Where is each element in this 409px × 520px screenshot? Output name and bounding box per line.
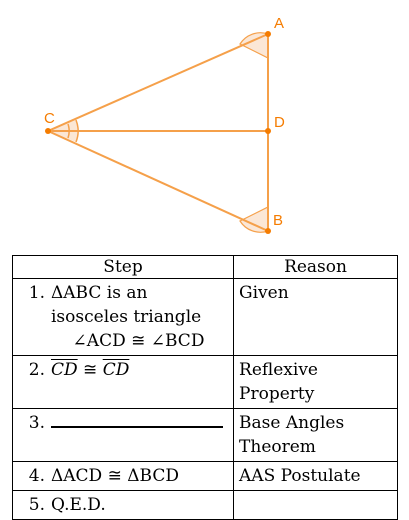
statement-line: ΔABC is an [51,283,148,303]
statement-line: ∠ACD ≅ ∠BCD [72,331,205,351]
reason-cell: Given [233,278,398,356]
reason-text: Given [239,283,289,303]
blank-answer-line [51,413,223,428]
step-statement: ΔACD ≅ ΔBCD [51,466,179,486]
step-statement: CD ≅ CD [51,358,226,382]
point-D [265,128,271,134]
step-number: 5. [28,495,45,515]
step-number: 4. [28,466,45,486]
table-row: 4. ΔACD ≅ ΔBCD AAS Postulate [11,461,398,491]
segment-name: CD [51,360,78,380]
step-statement: ΔABC is an isosceles triangle ∠ACD ≅ ∠BCD [51,281,226,353]
step-cell: 2. CD ≅ CD [11,355,235,409]
triangle-figure: A B C D [44,15,285,234]
label-C: C [44,110,55,127]
step-number: 1. [28,283,45,303]
label-B: B [273,212,283,229]
segment-CA [47,33,269,132]
statement-line: isosceles triangle [51,307,202,327]
congruence-symbol: ≅ [77,360,103,380]
point-C [45,128,51,134]
point-A [265,31,271,37]
step-cell: 1. ΔABC is an isosceles triangle ∠ACD ≅ ∠BC… [11,278,235,356]
step-cell: 4. ΔACD ≅ ΔBCD [11,461,235,491]
header-row: Step Reason [11,255,398,279]
proof-table: Step Reason 1. ΔABC is an isosceles triang… [11,255,398,520]
step-cell: 5. Q.E.D. [11,490,235,520]
table-row: 5. Q.E.D. [11,490,398,520]
step-number: 3. [28,413,45,433]
step-number: 2. [28,360,45,380]
reason-text: Base Angles [239,413,345,433]
segment-CB [47,130,269,232]
header-step: Step [11,255,235,279]
reason-text: Theorem [239,437,316,457]
reason-text: AAS Postulate [239,466,361,486]
header-reason: Reason [233,255,398,279]
point-B [265,228,271,234]
label-A: A [274,15,284,32]
segment-name: CD [102,360,130,380]
step-cell: 3. [11,408,235,462]
label-D: D [274,114,285,131]
reason-text: Property [239,384,315,404]
reason-cell: AAS Postulate [233,461,398,491]
reason-cell [233,490,398,520]
step-statement: Q.E.D. [51,495,106,515]
reason-text: Reflexive [239,360,318,380]
table-row: 1. ΔABC is an isosceles triangle ∠ACD ≅ ∠BC… [11,278,398,356]
